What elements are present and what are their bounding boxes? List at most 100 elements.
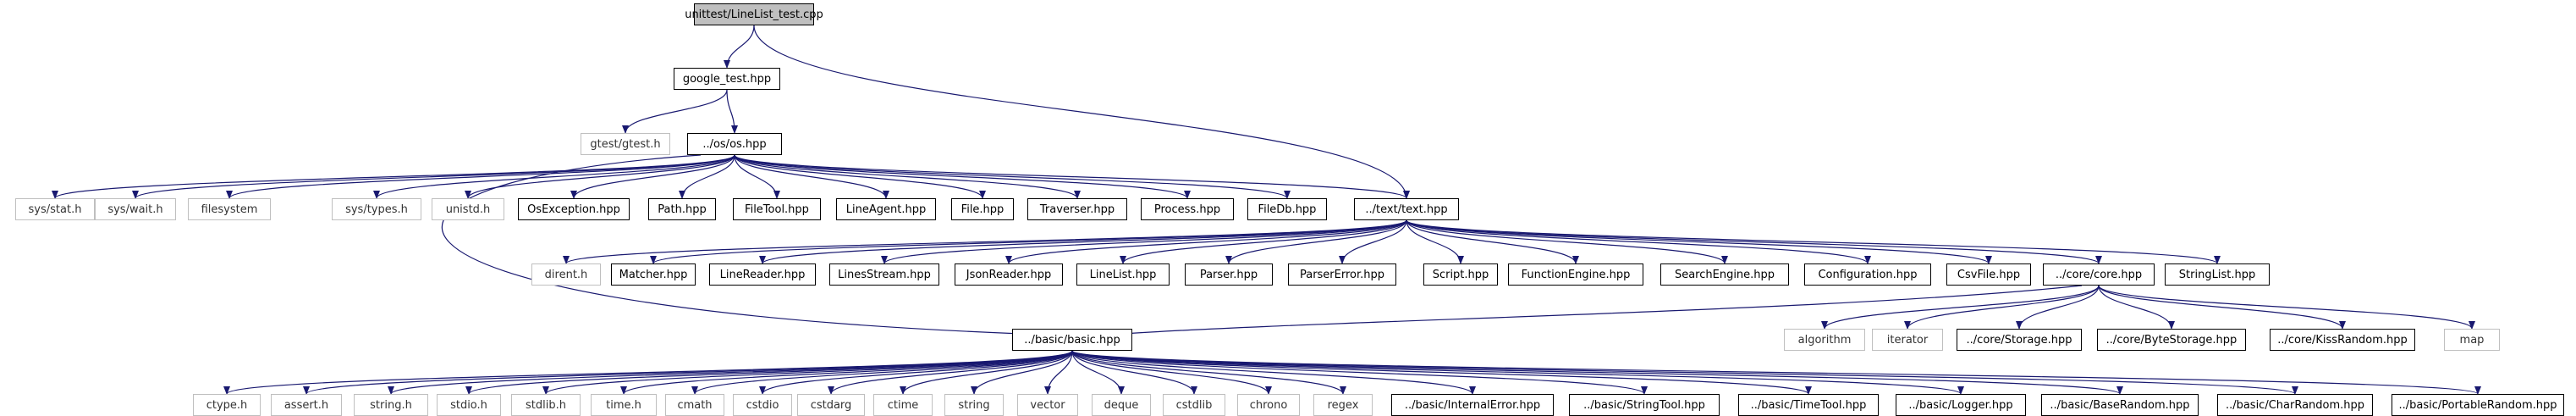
node-stdioh: stdio.h	[437, 394, 501, 416]
node-text[interactable]: ../text/text.hpp	[1354, 198, 1459, 220]
node-map: map	[2444, 329, 2500, 351]
edge-text-to-core	[1406, 219, 2102, 264]
edge-text-to-funcengine	[1406, 219, 1579, 264]
node-stringtool[interactable]: ../basic/StringTool.hpp	[1569, 394, 1720, 416]
node-regex: regex	[1313, 394, 1373, 416]
node-funcengine[interactable]: FunctionEngine.hpp	[1508, 263, 1643, 286]
edge-core-to-corebytestorage	[2098, 285, 2175, 330]
node-stringh: string.h	[354, 394, 428, 416]
edge-os-to-systypes	[373, 154, 735, 199]
edge-text-to-linelist	[1120, 219, 1407, 264]
node-linelist[interactable]: LineList.hpp	[1076, 263, 1170, 286]
edge-os-to-lineagent	[734, 154, 889, 199]
edge-basic-to-ctime	[900, 350, 1073, 395]
edge-os-to-basic	[441, 154, 1022, 337]
node-gtesth: gtest/gtest.h	[581, 133, 670, 155]
node-os[interactable]: ../os/os.hpp	[687, 133, 782, 155]
edge-gtest-to-os	[726, 89, 738, 134]
node-internalerror[interactable]: ../basic/InternalError.hpp	[1391, 394, 1554, 416]
edge-core-to-corestorage	[2016, 285, 2100, 330]
edge-text-to-searchengine	[1406, 219, 1728, 264]
edge-os-to-filesystem	[226, 154, 735, 199]
node-assert: assert.h	[271, 394, 342, 416]
node-string: string	[944, 394, 1004, 416]
node-traverser[interactable]: Traverser.hpp	[1027, 198, 1127, 220]
node-systypes: sys/types.h	[332, 198, 421, 220]
node-configuration[interactable]: Configuration.hpp	[1804, 263, 1931, 286]
node-cmath: cmath	[665, 394, 724, 416]
node-path[interactable]: Path.hpp	[648, 198, 716, 220]
node-core[interactable]: ../core/core.hpp	[2043, 263, 2155, 286]
node-ctime: ctime	[873, 394, 933, 416]
edge-os-to-syswait	[132, 154, 735, 199]
node-charrandom[interactable]: ../basic/CharRandom.hpp	[2217, 394, 2373, 416]
edge-os-to-filetool	[734, 154, 780, 199]
edge-basic-to-regex	[1071, 350, 1346, 395]
edge-basic-to-chrono	[1071, 350, 1272, 395]
edge-basic-to-cstdlib	[1071, 350, 1197, 395]
edge-text-to-parsererror	[1339, 219, 1407, 264]
node-file[interactable]: File.hpp	[951, 198, 1014, 220]
edge-basic-to-portablerandom	[1071, 350, 2481, 395]
node-matcher[interactable]: Matcher.hpp	[611, 263, 696, 286]
edge-text-to-parser	[1225, 219, 1407, 264]
edge-os-to-filedb	[734, 154, 1291, 199]
node-dirent: dirent.h	[531, 263, 601, 286]
edge-core-to-corekiss	[2098, 285, 2346, 330]
edge-text-to-script	[1406, 219, 1464, 264]
node-jsonreader[interactable]: JsonReader.hpp	[955, 263, 1063, 286]
node-searchengine[interactable]: SearchEngine.hpp	[1660, 263, 1789, 286]
node-script[interactable]: Script.hpp	[1423, 263, 1498, 286]
edge-basic-to-stdlibh	[542, 350, 1073, 395]
node-vector: vector	[1017, 394, 1078, 416]
edge-basic-to-stdioh	[465, 350, 1073, 395]
node-sysstat: sys/stat.h	[15, 198, 95, 220]
edge-os-to-path	[679, 154, 735, 199]
node-portablerandom[interactable]: ../basic/PortableRandom.hpp	[2392, 394, 2564, 416]
node-csvfile[interactable]: CsvFile.hpp	[1946, 263, 2031, 286]
node-root[interactable]: unittest/LineList_test.cpp	[685, 3, 823, 25]
node-filetool[interactable]: FileTool.hpp	[733, 198, 821, 220]
node-corestorage[interactable]: ../core/Storage.hpp	[1957, 329, 2082, 351]
node-baserandom[interactable]: ../basic/BaseRandom.hpp	[2041, 394, 2199, 416]
edge-basic-to-cstdarg	[828, 350, 1073, 395]
node-deque: deque	[1092, 394, 1151, 416]
node-parsererror[interactable]: ParserError.hpp	[1288, 263, 1396, 286]
node-filedb[interactable]: FileDb.hpp	[1247, 198, 1327, 220]
edge-basic-to-internalerror	[1071, 350, 1476, 395]
node-linesstream[interactable]: LinesStream.hpp	[829, 263, 939, 286]
node-gtest[interactable]: google_test.hpp	[674, 68, 780, 90]
node-corekiss[interactable]: ../core/KissRandom.hpp	[2270, 329, 2415, 351]
node-logger[interactable]: ../basic/Logger.hpp	[1896, 394, 2026, 416]
edge-text-to-configuration	[1406, 219, 1871, 264]
edge-basic-to-assert	[303, 350, 1073, 395]
node-stdlibh: stdlib.h	[511, 394, 581, 416]
edge-os-to-sysstat	[52, 154, 735, 199]
edge-basic-to-cstdio	[759, 350, 1073, 395]
edge-text-to-csvfile	[1406, 219, 1992, 264]
edge-core-to-map	[2098, 285, 2475, 330]
node-corebytestorage[interactable]: ../core/ByteStorage.hpp	[2097, 329, 2246, 351]
edge-basic-to-ctype	[223, 350, 1073, 395]
node-stringlist[interactable]: StringList.hpp	[2165, 263, 2270, 286]
node-osexc[interactable]: OsException.hpp	[518, 198, 630, 220]
node-lineagent[interactable]: LineAgent.hpp	[836, 198, 936, 220]
edge-os-to-text	[734, 154, 1410, 199]
edge-text-to-linesstream	[881, 219, 1407, 264]
edge-root-to-gtest	[724, 25, 755, 69]
node-timetool[interactable]: ../basic/TimeTool.hpp	[1738, 394, 1879, 416]
node-process[interactable]: Process.hpp	[1141, 198, 1234, 220]
edge-basic-to-timetool	[1071, 350, 1812, 395]
node-parser[interactable]: Parser.hpp	[1185, 263, 1273, 286]
node-cstdarg: cstdarg	[797, 394, 865, 416]
edge-basic-to-vector	[1044, 350, 1073, 395]
node-linereader[interactable]: LineReader.hpp	[709, 263, 816, 286]
node-basic[interactable]: ../basic/basic.hpp	[1012, 329, 1132, 351]
edge-basic-to-charrandom	[1071, 350, 2298, 395]
edge-os-to-unistd	[465, 154, 735, 199]
node-unistd: unistd.h	[432, 198, 504, 220]
edge-basic-to-cmath	[691, 350, 1073, 395]
node-cstdio: cstdio	[733, 394, 792, 416]
edge-basic-to-stringtool	[1071, 350, 1648, 395]
